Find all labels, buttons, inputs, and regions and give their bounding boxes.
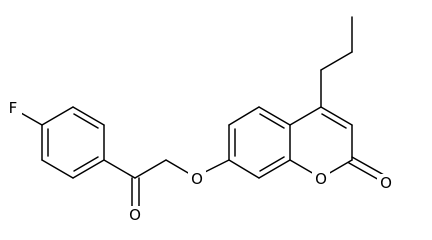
bond	[258, 106, 291, 126]
bond	[72, 159, 105, 179]
lactone-carbonyl-oxygen-atom-label: O	[380, 174, 392, 192]
bond	[321, 113, 347, 129]
bond	[134, 159, 167, 179]
bond	[228, 159, 260, 179]
bond	[351, 156, 385, 176]
fluorine-atom-label: F	[9, 99, 18, 117]
bond	[103, 159, 136, 179]
atom-labels: F O O O O	[4, 99, 395, 224]
bond	[73, 156, 99, 172]
bond	[73, 113, 99, 129]
bond	[289, 106, 322, 126]
bond	[228, 106, 260, 126]
structure-diagram: F O O O O	[4, 16, 395, 224]
ring-oxygen-atom-label: O	[315, 170, 327, 188]
ketone-oxygen-atom-label: O	[129, 206, 141, 224]
bonds	[13, 16, 385, 209]
bond	[320, 51, 353, 71]
ether-oxygen-atom-label: O	[191, 170, 203, 188]
bond	[259, 113, 285, 129]
bond	[41, 106, 74, 126]
bond	[72, 106, 105, 126]
bond	[258, 159, 291, 179]
bond	[348, 162, 382, 182]
bond	[320, 106, 353, 126]
bond	[41, 159, 74, 179]
bond	[259, 156, 285, 172]
